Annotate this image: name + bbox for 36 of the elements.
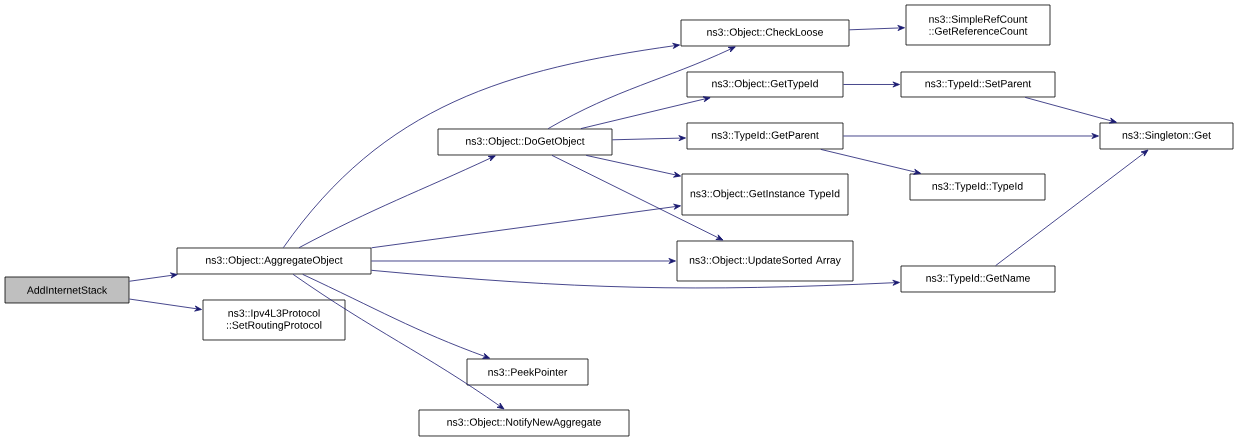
arrow bbox=[1024, 97, 1117, 124]
function-box: ns3::Object::UpdateSorted Array bbox=[676, 240, 854, 282]
arrow bbox=[302, 274, 491, 359]
function-box: ns3::TypeId::SetParent bbox=[900, 71, 1056, 98]
function-box: AddInternetStack bbox=[4, 276, 130, 304]
function-box: ns3::TypeId::TypeId bbox=[909, 173, 1046, 201]
arrow bbox=[283, 42, 680, 248]
function-box: ns3::Ipv4L3Protocol ::SetRoutingProtocol bbox=[202, 299, 346, 341]
arrow bbox=[612, 135, 686, 142]
arrow bbox=[371, 269, 900, 289]
arrow bbox=[547, 46, 736, 129]
function-box: ns3::TypeId::GetParent bbox=[686, 122, 844, 150]
arrow bbox=[298, 155, 496, 248]
arrow bbox=[849, 25, 905, 31]
function-box: ns3::Object::NotifyNewAggregate bbox=[418, 409, 630, 437]
arrow bbox=[551, 155, 724, 241]
arrow bbox=[820, 149, 921, 175]
arrow bbox=[371, 203, 681, 249]
arrow bbox=[371, 258, 676, 264]
arrow bbox=[995, 149, 1149, 266]
function-box: ns3::Object::GetInstance TypeId bbox=[681, 173, 849, 216]
function-box: ns3::Object::DoGetObject bbox=[437, 128, 613, 156]
function-box: ns3::Object::AggregateObject bbox=[176, 247, 372, 275]
arrow bbox=[843, 133, 1099, 139]
arrow bbox=[585, 155, 681, 178]
arrow bbox=[129, 272, 178, 282]
function-box: ns3::SimpleRefCount ::GetReferenceCount bbox=[905, 4, 1051, 46]
arrow bbox=[580, 96, 711, 129]
arrow bbox=[292, 274, 505, 410]
arrow bbox=[843, 81, 900, 88]
function-box: ns3::TypeId::GetName bbox=[900, 265, 1056, 293]
function-box: ns3::Object::CheckLoose bbox=[680, 19, 850, 47]
function-box: ns3::Singleton::Get bbox=[1099, 122, 1234, 150]
function-box: ns3::Object::GetTypeId bbox=[686, 71, 844, 98]
arrow bbox=[129, 298, 202, 312]
function-box: ns3::PeekPointer bbox=[466, 358, 589, 386]
